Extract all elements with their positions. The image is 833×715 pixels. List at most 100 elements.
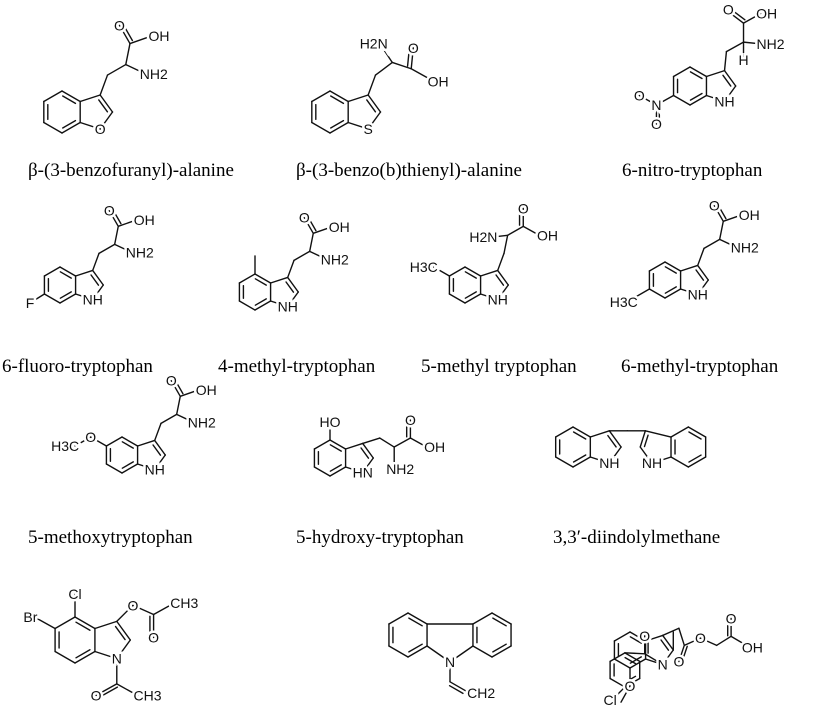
carbonyl-oxygen-label: O: [408, 40, 419, 56]
bond: [705, 94, 726, 103]
amino-label: H2N: [360, 36, 388, 52]
double-bond: [99, 94, 114, 113]
aromatic-bond: [687, 456, 707, 468]
double-bond-inner: [629, 636, 642, 644]
amino-label: NH2: [126, 244, 154, 260]
carbonyl-oxygen-label: O: [639, 628, 650, 644]
double-bond-inner: [308, 218, 317, 232]
double-bond-inner: [124, 26, 134, 42]
hydroxyl-label: OH: [329, 219, 350, 235]
bond: [697, 279, 709, 296]
double-bond-inner: [62, 119, 77, 129]
amino-label: NH2: [321, 251, 349, 267]
aromatic-bond: [491, 612, 512, 625]
bond: [287, 291, 299, 308]
fluorine-label: F: [26, 295, 35, 311]
ether-oxygen-label: O: [85, 429, 96, 445]
bond: [624, 652, 646, 655]
ring-bond: [672, 94, 691, 106]
aromatic-bond: [689, 94, 708, 106]
bond: [608, 446, 622, 464]
methyl-label: H3C: [410, 259, 438, 275]
ring-bond: [43, 90, 63, 103]
double-bond: [608, 430, 622, 448]
double-bond: [662, 634, 674, 651]
bond: [662, 627, 680, 637]
bond: [662, 649, 674, 666]
amino-label: NH2: [757, 36, 785, 52]
bond: [99, 111, 114, 130]
bond: [94, 620, 118, 630]
aromatic-bond: [121, 436, 139, 447]
double-bond-inner: [62, 95, 77, 105]
bond: [503, 234, 509, 255]
aromatic-bond: [254, 273, 272, 284]
heteroatom-label: N: [658, 657, 668, 673]
bond: [90, 436, 108, 447]
aromatic-bond: [407, 645, 428, 658]
double-bond-inner: [330, 119, 345, 129]
bond: [129, 35, 152, 45]
bond: [179, 389, 199, 398]
hydroxyl-label: OH: [134, 212, 155, 228]
ring-bond: [609, 652, 626, 663]
bond: [344, 466, 364, 474]
double-bond-inner: [408, 643, 423, 653]
ring-bond: [672, 66, 691, 78]
hydroxyl-label: OH: [196, 382, 217, 398]
ring-bond: [613, 631, 631, 642]
double-bond-inner: [98, 99, 109, 113]
hydroxyl-label: OH: [428, 73, 449, 89]
nitro-oxygen-label: O: [651, 116, 662, 132]
bond: [655, 94, 675, 106]
heteroatom-label: O: [95, 121, 106, 137]
double-bond-inner: [492, 617, 507, 627]
bond: [125, 63, 147, 75]
aromatic-bond: [59, 266, 77, 277]
aromatic-bond: [329, 439, 347, 450]
double-bond: [362, 442, 374, 459]
bond: [722, 214, 742, 223]
double-bond-inner: [722, 74, 732, 87]
ring-bond: [609, 677, 626, 688]
ring-bond: [105, 436, 123, 447]
label-5-hydroxy-tryptophan: 5-hydroxy-tryptophan: [296, 527, 464, 548]
bond: [683, 637, 702, 647]
bond: [132, 604, 155, 616]
double-bond-inner: [121, 461, 134, 469]
bond: [651, 456, 672, 464]
bond: [644, 653, 664, 666]
double-bond-inner: [329, 464, 342, 472]
bond: [362, 457, 374, 474]
double-bond: [639, 430, 647, 448]
bond: [639, 446, 653, 464]
label-benzothienyl-alanine: β-(3-benzo(b)thienyl)-alanine: [296, 160, 522, 181]
double-bond-inner: [152, 444, 162, 456]
heteroatom-label: N: [445, 654, 455, 670]
double-bond-inner: [360, 447, 370, 459]
heteroatom-label: N: [112, 651, 122, 667]
aromatic-bond: [664, 261, 682, 272]
bond: [718, 238, 738, 249]
bond: [705, 69, 726, 78]
bond: [136, 439, 156, 447]
bond: [269, 300, 289, 308]
bond: [409, 437, 428, 448]
double-bond-inner: [572, 431, 587, 440]
double-bond-inner: [406, 50, 410, 67]
double-bond-inner: [448, 684, 464, 695]
double-bond-inner: [175, 381, 184, 395]
bond: [723, 85, 737, 103]
amino-label: NH2: [731, 239, 759, 255]
ring-bond: [670, 456, 690, 468]
double-bond: [678, 644, 686, 663]
bond: [98, 243, 116, 255]
double-bond-inner: [113, 211, 122, 225]
aromatic-bond: [407, 612, 428, 625]
methyl-label: H3C: [610, 294, 638, 310]
bond: [730, 635, 748, 647]
ring-bond: [313, 466, 331, 477]
double-bond-inner: [624, 656, 637, 665]
bond: [379, 42, 394, 64]
